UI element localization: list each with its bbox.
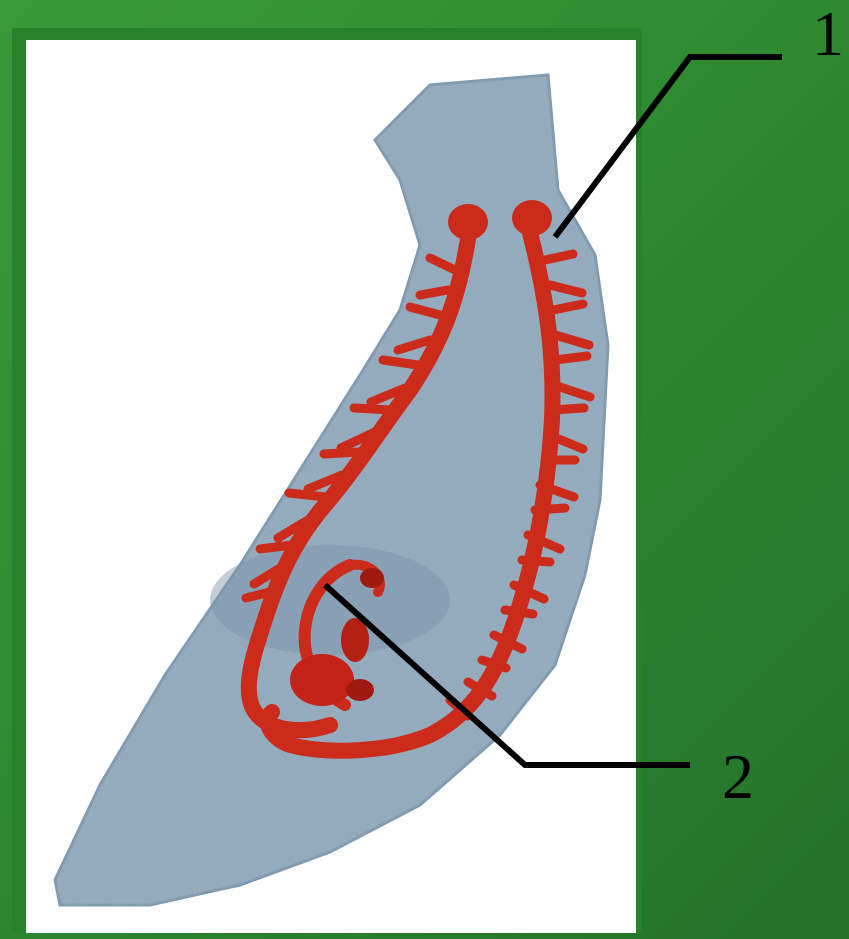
pharynx-lobe-3 [360,568,384,588]
pharynx [290,654,354,706]
leader-line-1 [555,57,782,237]
gut-anterior-right [512,200,552,236]
gut-anterior-left [448,204,488,240]
callout-label-2: 2 [722,745,754,809]
pharynx-lobe-2 [346,679,374,701]
callout-label-1: 1 [812,2,844,66]
